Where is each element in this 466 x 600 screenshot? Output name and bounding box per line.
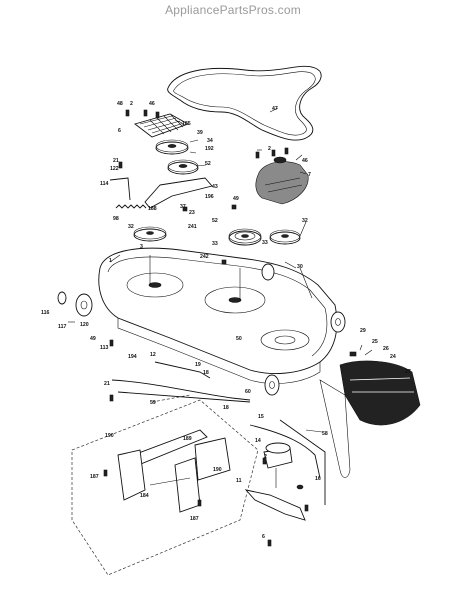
label-50: 50: [236, 336, 242, 342]
label-192: 192: [205, 146, 214, 152]
label-49: 49: [233, 196, 239, 202]
label-122: 122: [110, 166, 119, 172]
label-23: 23: [189, 210, 195, 216]
deck-wheel-right-top: [261, 263, 275, 281]
idler-pulley-39: [155, 139, 189, 155]
label-14: 14: [255, 438, 261, 444]
label-98: 98: [113, 216, 119, 222]
label-117: 117: [58, 324, 66, 330]
deck-wheel-right-rear: [264, 374, 280, 396]
label-16: 16: [315, 476, 321, 482]
label-116: 116: [41, 310, 49, 316]
deck-wheel-left: [75, 293, 93, 317]
label-29: 29: [360, 328, 366, 334]
label-190: 190: [105, 433, 114, 439]
label-33: 33: [212, 241, 218, 247]
watermark: AppliancePartsPros.com: [165, 3, 301, 17]
idler-bracket: [134, 113, 190, 138]
label-59: 59: [150, 400, 156, 406]
label-46: 46: [149, 101, 155, 107]
label-1: 1: [109, 258, 112, 264]
label-196: 196: [205, 194, 214, 200]
label-2: 2: [130, 101, 133, 107]
deck-wheel-left-small: [57, 291, 67, 305]
part-number-labels: 2 48 46 185 6 34 192 39 21 196 52 122 11…: [41, 101, 411, 540]
label-24: 24: [390, 354, 396, 360]
label-242: 242: [200, 254, 209, 260]
label-49-left: 49: [90, 336, 96, 342]
label-113: 113: [100, 345, 108, 351]
label-19: 19: [195, 362, 201, 368]
label-37: 37: [180, 204, 186, 210]
leader-lines: [68, 107, 373, 433]
label-18: 18: [203, 370, 209, 376]
label-7: 7: [308, 172, 311, 178]
label-184: 184: [140, 493, 149, 499]
label-47: 47: [272, 106, 278, 112]
label-185: 185: [182, 121, 191, 127]
label-120: 120: [80, 322, 89, 328]
inset-dashed-box: [71, 399, 259, 576]
label-194: 194: [128, 354, 137, 360]
label-30: 30: [297, 264, 303, 270]
label-6: 6: [118, 128, 121, 134]
label-11: 11: [236, 478, 242, 484]
label-52-mid: 52: [212, 218, 218, 224]
idler-arm: [144, 177, 213, 209]
label-39: 39: [197, 130, 203, 136]
label-26: 26: [383, 346, 389, 352]
label-25: 25: [372, 339, 378, 345]
spring: [115, 204, 147, 209]
label-190-right: 190: [213, 467, 222, 473]
label-27: 27: [405, 369, 411, 375]
label-48: 48: [117, 101, 123, 107]
label-187-bottom: 187: [190, 516, 199, 522]
label-2-right: 2: [268, 146, 271, 152]
spindle-pulley-left: [133, 226, 167, 242]
label-32-right: 32: [302, 218, 308, 224]
label-21: 21: [113, 158, 119, 164]
discharge-deflector: [319, 360, 421, 478]
drive-belt: [167, 65, 322, 141]
deck-wheel-right-front: [330, 311, 346, 333]
hardware-bolts: [103, 109, 357, 547]
label-60: 60: [245, 389, 251, 395]
label-21-mid: 21: [104, 381, 110, 387]
spindle-pulley-right: [269, 229, 301, 245]
label-189: 189: [183, 436, 192, 442]
label-34: 34: [207, 138, 213, 144]
label-12: 12: [150, 352, 156, 358]
label-33-right: 33: [262, 240, 268, 246]
label-3: 3: [140, 244, 143, 250]
label-18-right: 18: [223, 405, 229, 411]
mower-blade: [244, 484, 306, 521]
label-15: 15: [258, 414, 264, 420]
lift-linkage: [117, 429, 231, 513]
spindle-assembly: [263, 442, 293, 488]
label-58: 58: [322, 431, 328, 437]
label-2-bottom: 2: [264, 454, 267, 460]
label-241: 241: [188, 224, 197, 230]
belt-cover: [255, 156, 309, 205]
label-32-left: 32: [128, 224, 134, 230]
label-188: 188: [148, 206, 157, 212]
label-187: 187: [90, 474, 99, 480]
label-6-bottom: 6: [262, 534, 265, 540]
label-46-right: 46: [302, 158, 308, 164]
label-43: 43: [212, 184, 218, 190]
label-114: 114: [100, 181, 108, 187]
label-52: 52: [205, 161, 211, 167]
spindle-pulley-center: [228, 228, 262, 246]
idler-pulley-52: [167, 159, 199, 175]
